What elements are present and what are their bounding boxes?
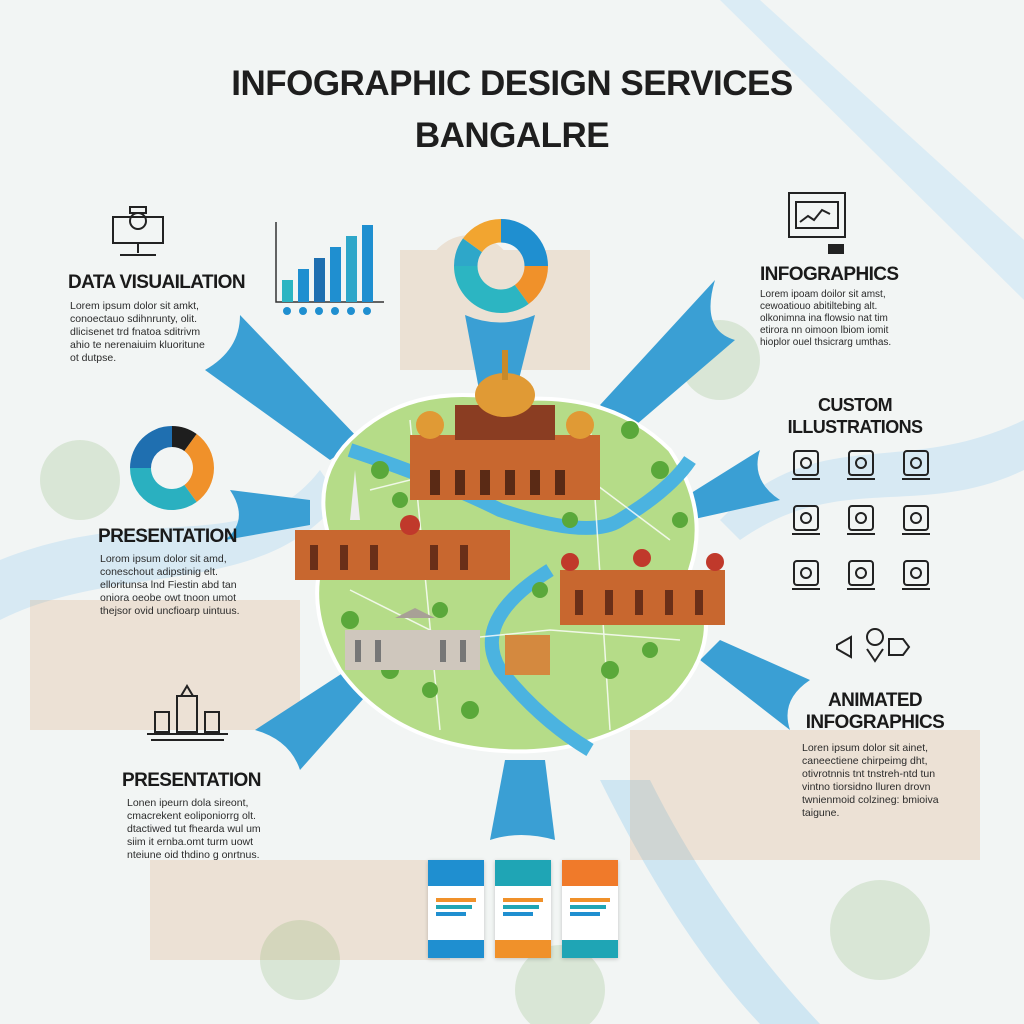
arrow-left xyxy=(225,490,310,540)
bar-dot xyxy=(347,307,355,315)
film-chart-icon xyxy=(788,192,846,254)
infographic-card xyxy=(495,860,551,958)
megaphone-icon xyxy=(836,628,911,663)
infographics-heading: INFOGRAPHICS xyxy=(760,264,899,285)
infographic-card xyxy=(428,860,484,958)
donut-slice xyxy=(501,219,548,266)
donut-slice xyxy=(172,426,197,452)
donut-slice xyxy=(130,468,197,510)
monitor-icon xyxy=(841,555,896,600)
projector-icon xyxy=(112,206,164,256)
animated-infographics-text: Loren ipsum dolor sit ainet, caneectiene… xyxy=(802,742,939,819)
custom-illustrations-heading-2: ILLUSTRATIONS xyxy=(787,417,923,437)
donut-slice xyxy=(454,238,482,266)
lightbulb-icon xyxy=(896,555,951,600)
stone-building xyxy=(345,608,480,670)
bar xyxy=(362,225,373,302)
obelisk xyxy=(350,470,360,520)
donut-slice xyxy=(514,266,548,305)
animated-infographics-heading-1: ANIMATED xyxy=(827,690,923,711)
custom-illustrations-grid xyxy=(786,445,951,600)
bar-dot xyxy=(331,307,339,315)
animated-infographics-heading-2: INFOGRAPHICS xyxy=(805,712,945,733)
custom-illustrations-heading-1: CUSTOM xyxy=(817,395,893,415)
arrow-top-right xyxy=(600,280,735,430)
infographic-card xyxy=(562,860,618,958)
data-visualization-heading: DATA VISUAILATION xyxy=(68,272,246,293)
temple-icon xyxy=(896,445,951,490)
bar-dot xyxy=(315,307,323,315)
tablet-icon xyxy=(786,445,841,490)
presentation-text-2: Lonen ipeurn dola sireont, cmacrekent eo… xyxy=(127,797,261,861)
arrow-bottom-left xyxy=(255,665,380,770)
donut-chart-left xyxy=(130,426,214,510)
arrow-right-lower xyxy=(700,640,810,730)
presentation-heading: PRESENTATION xyxy=(98,526,237,547)
bar-chart-icon xyxy=(275,222,384,315)
bar xyxy=(298,269,309,302)
bar-dot xyxy=(363,307,371,315)
pen-nib-icon xyxy=(786,500,841,545)
bar xyxy=(314,258,325,302)
infographics-text: Lorem ipoam doilor sit amst, cewoatiouo … xyxy=(760,289,892,348)
arrow-top xyxy=(465,315,535,395)
left-building xyxy=(295,515,510,580)
bar xyxy=(346,236,357,302)
presentation-text: Lorom ipsum dolor sit amd, coneschout ad… xyxy=(100,553,240,617)
buildings-icon xyxy=(841,445,896,490)
palace-icon xyxy=(896,500,951,545)
monument-icon xyxy=(147,684,228,741)
page-subtitle: BANGALRE xyxy=(414,116,610,155)
arrow-top-left xyxy=(205,315,360,460)
palace-building xyxy=(410,350,600,500)
presentation-heading-2: PRESENTATION xyxy=(122,770,261,791)
arrow-right-upper xyxy=(680,450,780,520)
bar xyxy=(330,247,341,302)
tools-icon xyxy=(786,555,841,600)
bar-dot xyxy=(299,307,307,315)
donut-slice xyxy=(454,266,529,313)
clock-icon xyxy=(841,500,896,545)
bangalore-map xyxy=(295,350,725,757)
donut-slice xyxy=(462,219,501,253)
small-temple xyxy=(505,635,550,675)
donut-chart-top xyxy=(454,219,548,313)
right-building xyxy=(560,549,725,625)
bar xyxy=(282,280,293,302)
data-visualization-text: Lorem ipsum dolor sit amkt, conoectauo s… xyxy=(70,300,205,364)
donut-slice xyxy=(184,434,214,502)
page-title: INFOGRAPHIC DESIGN SERVICES xyxy=(231,64,793,103)
arrow-bottom xyxy=(490,760,555,840)
bar-dot xyxy=(283,307,291,315)
donut-slice xyxy=(130,426,172,468)
